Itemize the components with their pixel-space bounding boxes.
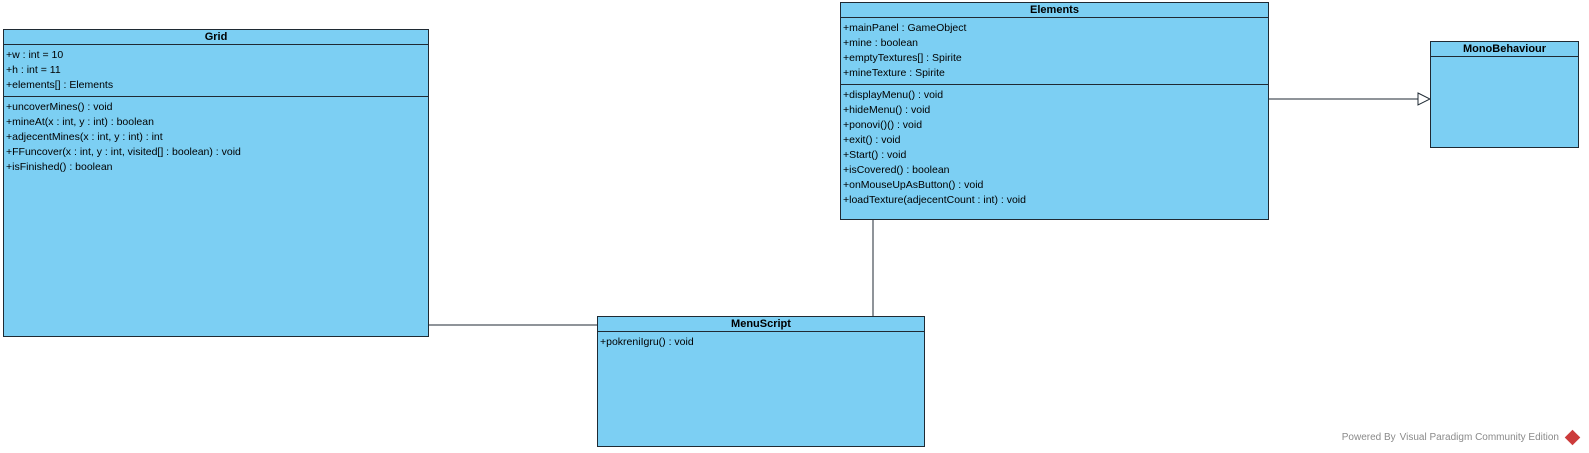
watermark-powered-by: Powered By	[1341, 431, 1396, 443]
operation: +displayMenu() : void	[843, 89, 944, 101]
operation: +onMouseUpAsButton() : void	[843, 179, 984, 191]
operation: +exit() : void	[843, 134, 901, 146]
class-name: MenuScript	[598, 317, 924, 332]
attribute: +mainPanel : GameObject	[843, 22, 967, 34]
operation: +loadTexture(adjecentCount : int) : void	[843, 194, 1026, 206]
watermark: Powered By Visual Paradigm Community Edi…	[1342, 429, 1581, 445]
class-menuscript[interactable]: MenuScript +pokreniIgru() : void	[597, 316, 925, 447]
operation: +adjecentMines(x : int, y : int) : int	[6, 131, 163, 143]
class-grid[interactable]: Grid +w : int = 10 +h : int = 11 +elemen…	[3, 29, 429, 337]
class-name: MonoBehaviour	[1431, 42, 1578, 57]
operations-section: +displayMenu() : void +hideMenu() : void…	[841, 84, 1268, 211]
attribute: +mine : boolean	[843, 37, 919, 49]
operation: +ponovi()() : void	[843, 119, 923, 131]
attribute: +h : int = 11	[6, 64, 61, 76]
attributes-section: +mainPanel : GameObject +mine : boolean …	[841, 18, 1268, 84]
attribute: +mineTexture : Spirite	[843, 67, 945, 79]
operation: +mineAt(x : int, y : int) : boolean	[6, 116, 154, 128]
operation: +FFuncover(x : int, y : int, visited[] :…	[6, 146, 241, 158]
operations-section: +pokreniIgru() : void	[598, 332, 924, 353]
operation: +pokreniIgru() : void	[600, 336, 694, 348]
operation: +isCovered() : boolean	[843, 164, 950, 176]
operations-section: +uncoverMines() : void +mineAt(x : int, …	[4, 96, 428, 178]
visual-paradigm-logo-icon	[1564, 429, 1581, 445]
operation: +uncoverMines() : void	[6, 101, 113, 113]
attribute: +elements[] : Elements	[6, 79, 114, 91]
operation: +hideMenu() : void	[843, 104, 931, 116]
attribute: +w : int = 10	[6, 49, 64, 61]
class-monobehaviour[interactable]: MonoBehaviour	[1430, 41, 1579, 148]
watermark-product: Visual Paradigm Community Edition	[1399, 431, 1559, 443]
attributes-section: +w : int = 10 +h : int = 11 +elements[] …	[4, 45, 428, 96]
class-name: Elements	[841, 3, 1268, 18]
class-name: Grid	[4, 30, 428, 45]
operation: +Start() : void	[843, 149, 907, 161]
attribute: +emptyTextures[] : Spirite	[843, 52, 962, 64]
class-elements[interactable]: Elements +mainPanel : GameObject +mine :…	[840, 2, 1269, 220]
operation: +isFinished() : boolean	[6, 161, 113, 173]
